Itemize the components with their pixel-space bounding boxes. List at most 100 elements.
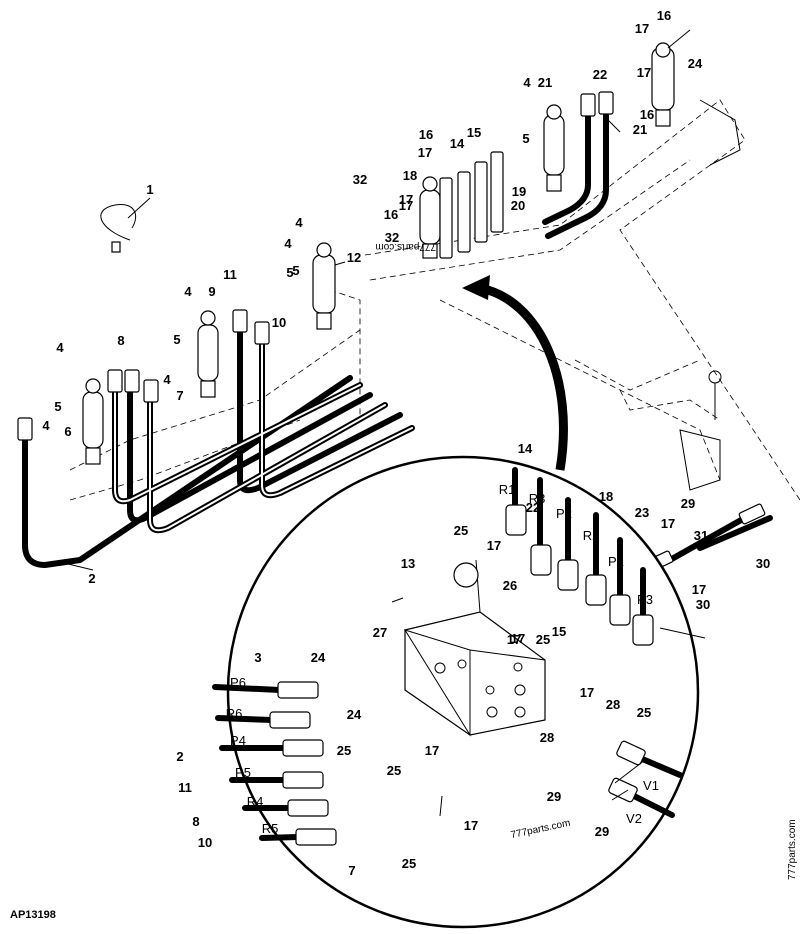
callout-24: 24 (347, 707, 362, 722)
callout-17: 17 (399, 198, 413, 213)
callout-3: 3 (254, 650, 261, 665)
callout-17: 17 (418, 145, 432, 160)
callout-17: 17 (464, 818, 478, 833)
cylinder-9 (197, 310, 219, 398)
port-label-r1: R1 (499, 482, 516, 497)
callout-10: 10 (198, 835, 212, 850)
port-label-r5: R5 (262, 821, 279, 836)
figure-reference: AP13198 (10, 909, 56, 921)
callout-4: 4 (163, 372, 171, 387)
port-label-v2: V2 (626, 811, 642, 826)
callout-5: 5 (292, 263, 299, 278)
port-label-r4: R4 (247, 794, 264, 809)
callout-11: 11 (178, 780, 192, 795)
callout-16: 16 (419, 127, 433, 142)
callout-14: 14 (518, 441, 533, 456)
callout-17: 17 (399, 192, 413, 207)
callout-10: 10 (272, 315, 286, 330)
detail-left-hoses (212, 681, 337, 846)
port-label-p6: P6 (230, 675, 246, 690)
callout-17: 17 (661, 516, 675, 531)
cylinder-31 (419, 176, 441, 259)
callout-4: 4 (42, 418, 50, 433)
callout-17: 17 (507, 632, 521, 647)
cylinder-6 (82, 378, 104, 465)
callout-15: 15 (552, 624, 566, 639)
callout-27: 27 (373, 625, 387, 640)
callout-23: 23 (635, 505, 649, 520)
callout-17: 17 (487, 538, 501, 553)
callout-12: 12 (347, 250, 361, 265)
callout-5: 5 (173, 332, 180, 347)
callout-11: 11 (223, 267, 237, 282)
callout-24: 24 (688, 56, 703, 71)
callout-4: 4 (184, 284, 192, 299)
callout-7: 7 (348, 863, 355, 878)
pointer-arrow (462, 275, 568, 471)
callout-32: 32 (385, 230, 399, 245)
callout-17: 17 (637, 65, 651, 80)
callout-18: 18 (599, 489, 613, 504)
callout-16: 16 (384, 207, 398, 222)
callout-25: 25 (337, 743, 351, 758)
callout-30: 30 (756, 556, 770, 571)
callout-22: 22 (593, 67, 607, 82)
callout-26: 26 (503, 578, 517, 593)
callout-13: 13 (401, 556, 415, 571)
callout-22: 22 (526, 500, 540, 515)
upper-right-hoses (439, 91, 614, 259)
port-label-p2: P2 (556, 506, 572, 521)
leader-lines (59, 29, 706, 817)
port-label-r3: R3 (529, 491, 546, 506)
cylinder-23 (651, 42, 675, 127)
lower-right-hoses-29 (646, 503, 773, 572)
callout-4: 4 (56, 340, 64, 355)
callout-17: 17 (580, 685, 594, 700)
callout-29: 29 (547, 789, 561, 804)
callout-9: 9 (208, 284, 215, 299)
callout-17: 17 (635, 21, 649, 36)
callout-7: 7 (176, 388, 183, 403)
cylinder-12 (312, 242, 336, 330)
callout-4: 4 (295, 215, 303, 230)
callout-21: 21 (538, 75, 552, 90)
callout-24: 24 (311, 650, 326, 665)
callout-5: 5 (286, 265, 293, 280)
port-label-p1: P1 (608, 554, 624, 569)
port-label-p5: P5 (235, 765, 251, 780)
callout-32: 32 (353, 172, 367, 187)
callout-layer: 1223444444455555677889101011111213141415… (42, 8, 770, 878)
callout-25: 25 (387, 763, 401, 778)
detail-right-hoses (608, 740, 683, 818)
callout-18: 18 (403, 168, 417, 183)
callout-17: 17 (425, 743, 439, 758)
callout-28: 28 (606, 697, 620, 712)
callout-6: 6 (64, 424, 71, 439)
port-label-p4: P4 (230, 733, 246, 748)
watermark-right: 777parts.com (787, 819, 798, 880)
upper-hose-bundle (17, 309, 415, 568)
callout-8: 8 (117, 333, 124, 348)
callout-2: 2 (88, 571, 95, 586)
callout-19: 19 (512, 184, 526, 199)
clip-part (100, 204, 137, 253)
callout-2: 2 (176, 749, 183, 764)
detail-top-hoses (505, 467, 654, 646)
port-label-r6: R6 (226, 706, 243, 721)
cylinder-20 (543, 104, 565, 192)
callout-25: 25 (454, 523, 468, 538)
callout-30: 30 (696, 597, 710, 612)
callout-15: 15 (467, 125, 481, 140)
callout-14: 14 (450, 136, 465, 151)
callout-16: 16 (657, 8, 671, 23)
callout-21: 21 (633, 122, 647, 137)
callout-8: 8 (192, 814, 199, 829)
port-label-r2: R2 (583, 528, 600, 543)
callout-17: 17 (692, 582, 706, 597)
callout-20: 20 (511, 198, 525, 213)
callout-25: 25 (402, 856, 416, 871)
callout-31: 31 (694, 528, 708, 543)
callout-17: 17 (511, 631, 525, 646)
